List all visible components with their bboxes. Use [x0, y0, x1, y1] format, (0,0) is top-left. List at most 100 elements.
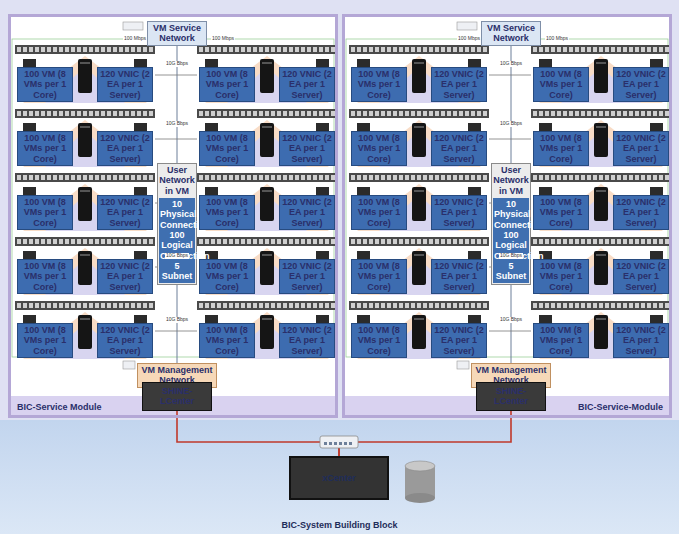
vm-box: 120 VNIC (2 EA per 1 Server) — [279, 131, 335, 166]
blade — [393, 111, 397, 116]
blade — [223, 47, 227, 52]
blade — [539, 47, 543, 52]
vm-box: 120 VNIC (2 EA per 1 Server) — [97, 259, 153, 294]
server-tower — [594, 59, 608, 93]
blade — [89, 303, 93, 308]
blade — [29, 239, 33, 244]
blade — [199, 47, 203, 52]
blade — [131, 303, 135, 308]
blade — [411, 239, 415, 244]
blade — [429, 239, 433, 244]
vm-box: 100 VM (8 VMs per 1 Core) — [351, 259, 407, 294]
switch-port — [344, 442, 347, 445]
blade — [325, 303, 329, 308]
blade — [301, 239, 305, 244]
blade — [587, 175, 591, 180]
blade — [483, 303, 487, 308]
blade — [65, 303, 69, 308]
blade — [477, 175, 481, 180]
blade — [247, 111, 251, 116]
blade — [611, 111, 615, 116]
vm-box: 100 VM (8 VMs per 1 Core) — [199, 323, 255, 358]
blade — [399, 111, 403, 116]
blade — [471, 303, 475, 308]
tower-bay — [596, 254, 606, 256]
blade — [101, 175, 105, 180]
blade — [223, 111, 227, 116]
blade-strip — [349, 301, 489, 310]
blade — [113, 47, 117, 52]
node-label: 120 VNIC (2 EA per 1 Server) — [100, 325, 150, 356]
blade — [441, 111, 445, 116]
blade — [137, 47, 141, 52]
blade — [581, 303, 585, 308]
blade — [113, 239, 117, 244]
blade — [641, 175, 645, 180]
blade — [381, 239, 385, 244]
blade — [59, 175, 63, 180]
blade — [235, 239, 239, 244]
blade — [599, 47, 603, 52]
blade — [101, 47, 105, 52]
blade — [205, 239, 209, 244]
blade — [77, 47, 81, 52]
blade — [533, 303, 537, 308]
blade — [551, 239, 555, 244]
blade — [131, 175, 135, 180]
blade — [47, 239, 51, 244]
blade — [611, 47, 615, 52]
blade — [53, 47, 57, 52]
server-box: SHINE-LCenter — [476, 382, 546, 411]
node-label: 100 VM (8 VMs per 1 Core) — [536, 133, 586, 164]
blade — [23, 175, 27, 180]
blade — [471, 47, 475, 52]
blade — [617, 303, 621, 308]
link-wire — [155, 331, 197, 332]
blade — [217, 239, 221, 244]
blade — [623, 303, 627, 308]
blade — [623, 239, 627, 244]
blade — [271, 47, 275, 52]
blade — [205, 111, 209, 116]
blade — [331, 111, 335, 116]
blade-strip — [349, 109, 489, 118]
blade — [101, 239, 105, 244]
blade — [545, 111, 549, 116]
blade — [119, 303, 123, 308]
blade — [399, 175, 403, 180]
blade — [217, 47, 221, 52]
blade — [453, 175, 457, 180]
blade — [247, 303, 251, 308]
blade — [107, 175, 111, 180]
blade — [89, 175, 93, 180]
blade — [83, 239, 87, 244]
blade — [369, 303, 373, 308]
blade — [253, 47, 257, 52]
blade — [557, 47, 561, 52]
blade — [599, 303, 603, 308]
node-label: SHINE-LCenter — [145, 386, 209, 407]
node-label: 100 VM (8 VMs per 1 Core) — [20, 133, 70, 164]
blade — [307, 303, 311, 308]
blade — [563, 175, 567, 180]
blade — [587, 47, 591, 52]
blade — [211, 239, 215, 244]
blade — [539, 175, 543, 180]
network-link — [177, 285, 178, 363]
node-label: 120 VNIC (2 EA per 1 Server) — [100, 197, 150, 228]
server-tower — [260, 59, 274, 93]
blade — [265, 175, 269, 180]
switch-port — [324, 442, 327, 445]
node-label: 120 VNIC (2 EA per 1 Server) — [616, 325, 666, 356]
node-label: 100 VM (8 VMs per 1 Core) — [202, 69, 252, 100]
blade — [647, 175, 651, 180]
blade — [89, 47, 93, 52]
blade — [605, 303, 609, 308]
blade — [581, 175, 585, 180]
blade — [17, 303, 21, 308]
vm-box: 120 VNIC (2 EA per 1 Server) — [279, 259, 335, 294]
blade — [447, 175, 451, 180]
module-panel: BIC-Service-ModuleVM Service NetworkUser… — [342, 14, 672, 418]
blade — [229, 47, 233, 52]
blade — [137, 239, 141, 244]
